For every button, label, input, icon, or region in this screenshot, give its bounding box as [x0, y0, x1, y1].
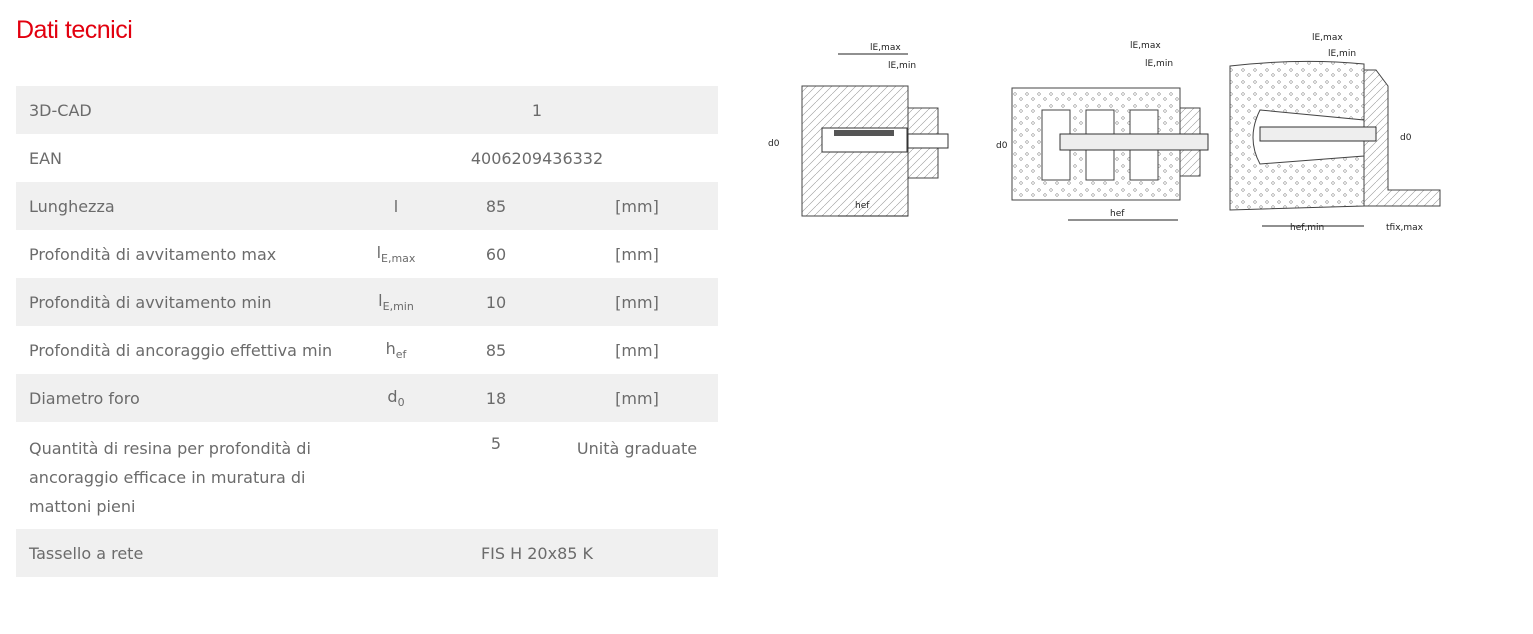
svg-text:lE,max: lE,max	[1312, 33, 1343, 43]
table-row: Profondità di avvitamento min lE,min 10 [mm…	[16, 278, 718, 326]
row-unit: [mm]	[615, 292, 659, 312]
svg-text:lE,max: lE,max	[1130, 41, 1161, 51]
row-unit: [mm]	[615, 388, 659, 408]
row-symbol: lE,max	[376, 242, 416, 266]
svg-text:hef: hef	[1110, 209, 1125, 219]
row-label: Diametro foro	[29, 388, 140, 408]
row-label: Tassello a rete	[29, 543, 144, 563]
row-value: 1	[531, 100, 543, 120]
row-symbol: d0	[387, 386, 405, 410]
row-symbol: lE,min	[378, 290, 414, 314]
row-label: Profondità di avvitamento min	[29, 292, 272, 312]
row-label: Lunghezza	[29, 196, 115, 216]
diagram-solid-concrete: lE,max lE,min d0 hef	[768, 43, 949, 217]
table-row: Tassello a rete FIS H 20x85 K	[16, 529, 718, 577]
row-unit: [mm]	[615, 196, 659, 216]
section-title: Dati tecnici	[16, 16, 133, 44]
diagram-undercut: lE,max lE,min d0 hef,min tfix,max	[1229, 33, 1441, 233]
row-value: 18	[485, 388, 507, 408]
svg-text:hef: hef	[855, 201, 870, 211]
diagram-hollow-brick: lE,max lE,min d0 hef	[996, 41, 1209, 221]
row-label: Quantità di resina per profondità di anc…	[29, 439, 311, 516]
row-label: Profondità di avvitamento max	[29, 244, 277, 264]
svg-text:d0: d0	[1400, 133, 1412, 143]
table-row: EAN 4006209436332	[16, 134, 718, 182]
svg-text:tfix,max: tfix,max	[1386, 223, 1424, 233]
row-unit: Unità graduate	[576, 439, 698, 458]
svg-text:hef,min: hef,min	[1290, 223, 1324, 233]
installation-diagram: lE,max lE,min d0 hef lE,max lE,min d0 hef lE…	[768, 33, 1441, 233]
row-value: 85	[485, 196, 507, 216]
svg-text:d0: d0	[996, 141, 1008, 151]
table-row: Diametro foro d0 18 [mm]	[16, 374, 718, 422]
table-row: Quantità di resina per profondità di anc…	[16, 422, 718, 529]
row-symbol: hef	[385, 338, 407, 362]
table-row: Profondità di avvitamento max lE,max 60 [mm…	[16, 230, 718, 278]
table-row: 3D-CAD 1	[16, 86, 718, 134]
row-label: 3D-CAD	[29, 100, 92, 120]
row-unit: [mm]	[615, 244, 659, 264]
table-row: Lunghezza l 85 [mm]	[16, 182, 718, 230]
svg-text:lE,min: lE,min	[1145, 59, 1173, 69]
row-value: 60	[485, 244, 507, 264]
row-value: 10	[485, 292, 507, 312]
svg-text:lE,min: lE,min	[888, 61, 916, 71]
row-label: EAN	[29, 148, 63, 168]
table-row: Profondità di ancoraggio effettiva min he…	[16, 326, 718, 374]
row-label: Profondità di ancoraggio effettiva min	[29, 340, 333, 360]
tech-data-table: 3D-CAD 1 EAN 4006209436332 Lunghezza l 85 [mm…	[16, 86, 718, 577]
row-value: 85	[485, 340, 507, 360]
svg-text:lE,max: lE,max	[870, 43, 901, 53]
row-unit: [mm]	[615, 340, 659, 360]
row-symbol: l	[393, 196, 399, 216]
row-value: FIS H 20x85 K	[480, 543, 594, 563]
svg-text:d0: d0	[768, 139, 780, 149]
svg-text:lE,min: lE,min	[1328, 49, 1356, 59]
row-value: 5	[490, 434, 502, 453]
row-value: 4006209436332	[470, 148, 604, 168]
